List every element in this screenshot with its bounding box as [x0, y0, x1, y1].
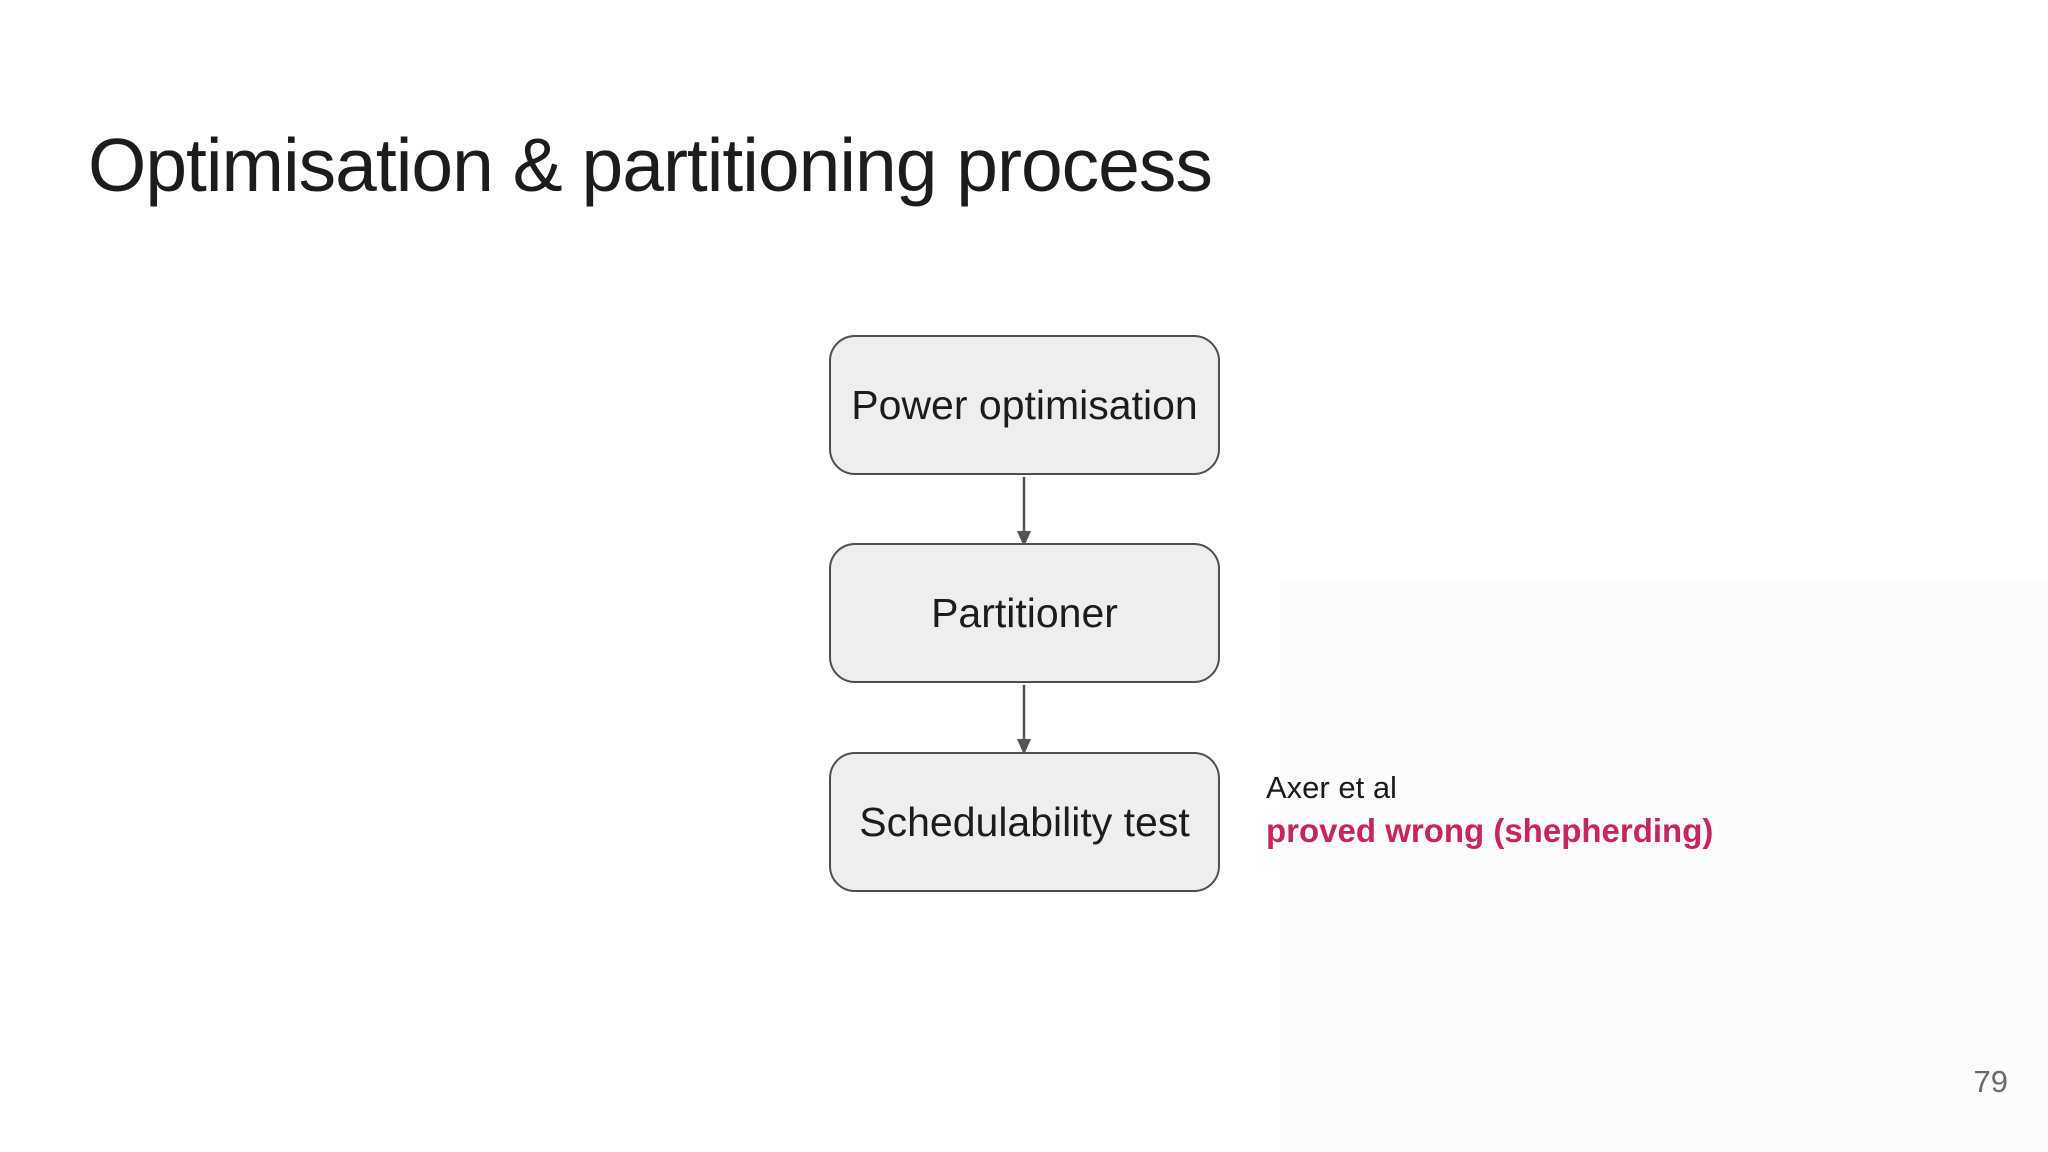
flow-node-schedulability-test: Schedulability test	[829, 752, 1220, 892]
annotation-author: Axer et al	[1266, 770, 1397, 805]
page-number: 79	[1973, 1064, 2008, 1099]
flow-node-label: Partitioner	[931, 589, 1118, 636]
slide-title: Optimisation & partitioning process	[88, 123, 1213, 207]
flow-node-label: Schedulability test	[859, 798, 1190, 845]
flow-node-power-optimisation: Power optimisation	[829, 335, 1220, 475]
annotation-highlight: proved wrong (shepherding)	[1266, 811, 1714, 849]
flow-arrow-down-icon	[1017, 477, 1031, 547]
background-shade-region	[1280, 578, 2048, 1152]
flow-arrow-down-icon	[1017, 685, 1031, 755]
flow-node-partitioner: Partitioner	[829, 543, 1220, 683]
flow-node-label: Power optimisation	[851, 381, 1198, 428]
annotation: Axer et al proved wrong (shepherding)	[1266, 768, 1713, 852]
